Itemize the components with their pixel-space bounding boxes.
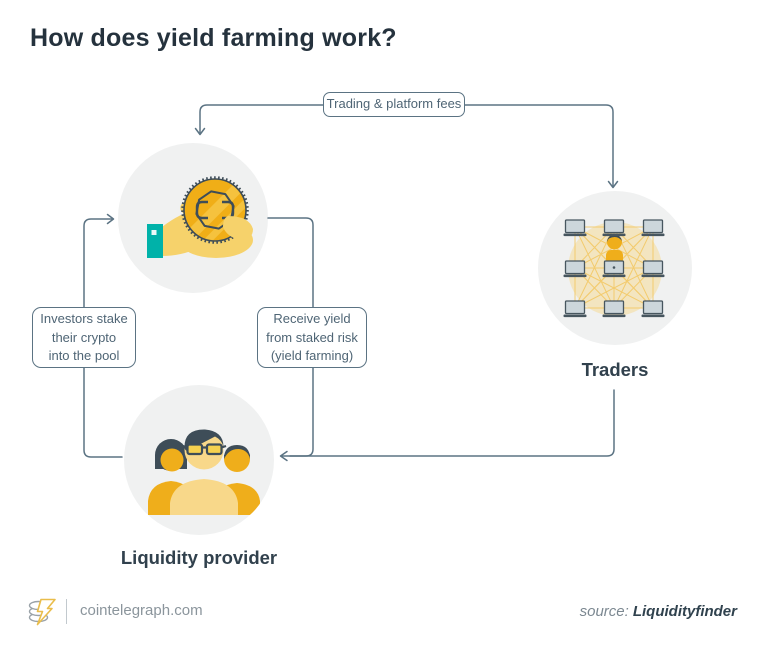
pool-circle xyxy=(118,143,268,293)
site-link[interactable]: cointelegraph.com xyxy=(80,602,203,619)
yield-callout: Receive yield from staked risk (yield fa… xyxy=(257,307,367,368)
traders-label: Traders xyxy=(581,359,649,380)
glasses-icon xyxy=(182,443,227,456)
yield-line-2: from staked risk xyxy=(266,329,358,345)
source-name: Liquidityfinder xyxy=(632,603,737,620)
footer-divider xyxy=(66,599,67,624)
traders-network-icon xyxy=(563,219,665,318)
yield-line-3: (yield farming) xyxy=(270,348,354,363)
liquidity-providers-icon xyxy=(148,429,260,515)
coin-in-hand-icon xyxy=(147,176,253,258)
source-credit: source:Liquidityfinder xyxy=(580,603,737,620)
source-prefix: source: xyxy=(579,603,629,620)
laptop-grid xyxy=(563,219,665,318)
footer: cointelegraph.com source:Liquidityfinder xyxy=(0,590,768,634)
provider-circle xyxy=(124,385,274,535)
stake-line-3: into the pool xyxy=(48,348,120,363)
arrowhead-left-provider xyxy=(279,450,288,462)
provider-label: Liquidity provider xyxy=(120,547,278,568)
stake-line-1: Investors stake xyxy=(40,311,128,326)
fees-connector-line xyxy=(199,104,614,188)
traders-circle xyxy=(538,191,692,345)
stake-line-2: their crypto xyxy=(51,329,117,345)
arrowhead-right-pool xyxy=(106,213,115,225)
stake-callout: Investors stake their crypto into the po… xyxy=(32,307,136,368)
arrowhead-down-pool xyxy=(194,127,206,136)
cointelegraph-logo-icon xyxy=(28,598,56,626)
traders-connector-line xyxy=(280,389,615,457)
yield-line-1: Receive yield xyxy=(273,311,351,326)
fee-callout: Trading & platform fees xyxy=(323,92,465,117)
page-title: How does yield farming work? xyxy=(30,24,397,52)
arrowhead-down-traders xyxy=(607,180,619,189)
